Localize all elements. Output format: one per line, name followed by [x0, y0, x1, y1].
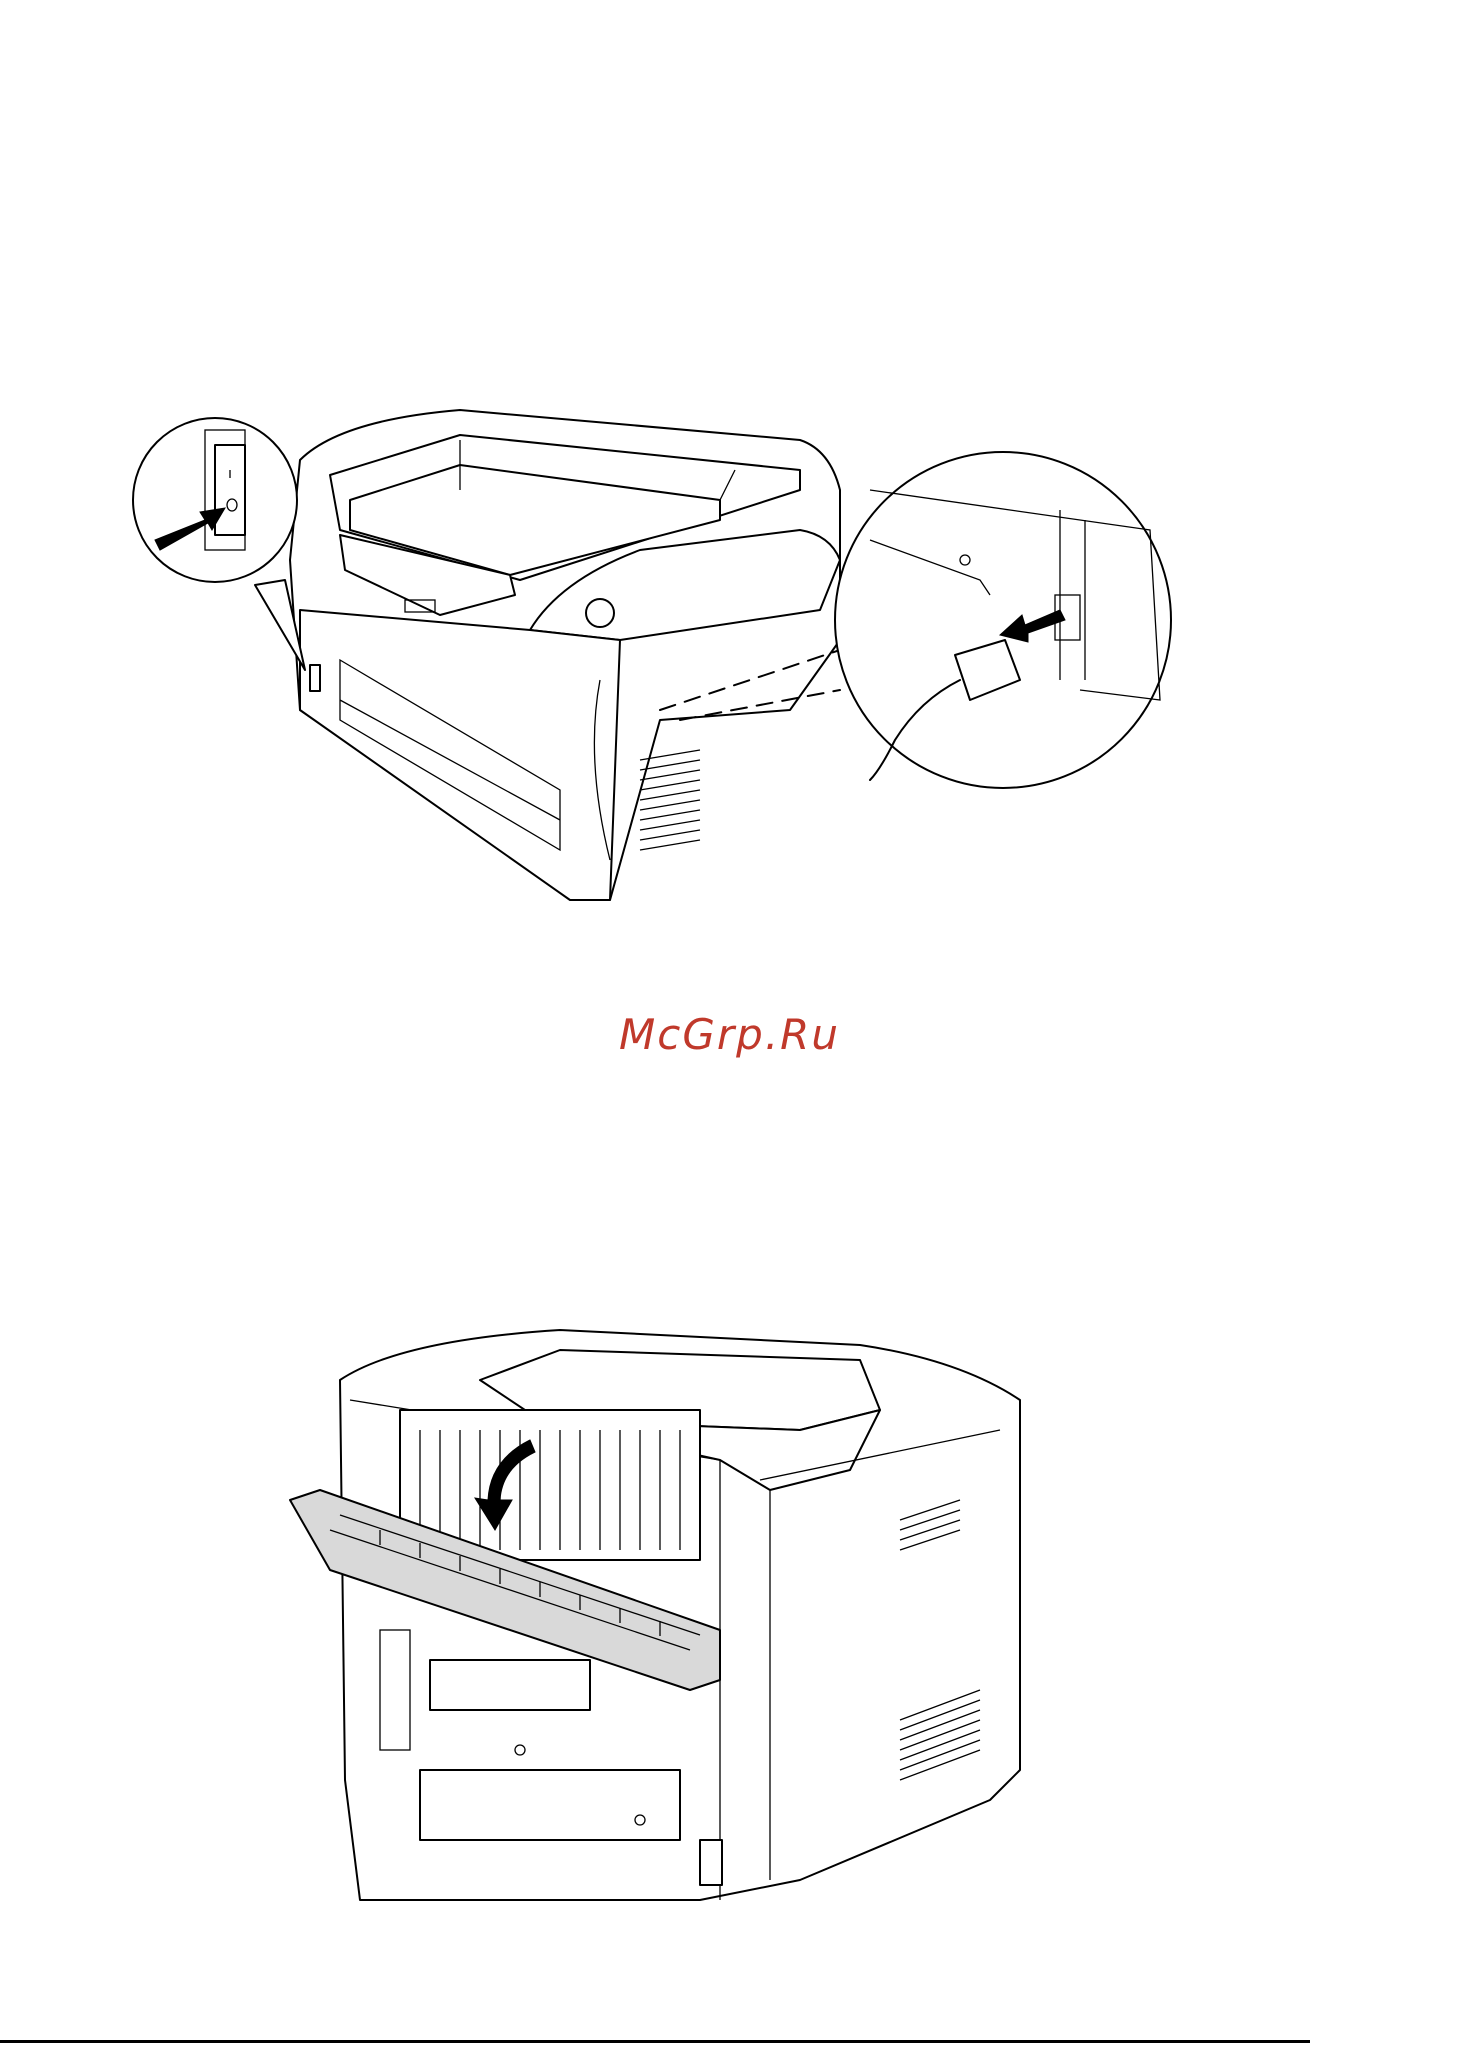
printer-front-icon — [290, 410, 840, 900]
power-cord-callout-icon — [835, 452, 1171, 788]
footer-rule — [0, 2040, 1310, 2043]
power-switch-callout-icon — [133, 418, 305, 670]
vent-grille-icon — [640, 750, 700, 850]
figure-power-switch — [0, 380, 1459, 920]
figure-rear-cover — [0, 1300, 1459, 1940]
watermark: McGrp.Ru — [0, 1010, 1459, 1059]
